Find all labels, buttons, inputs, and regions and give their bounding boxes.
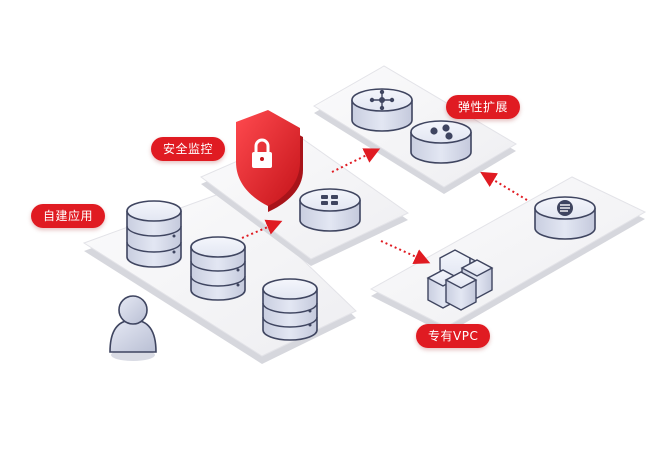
arrow-security-to-vpc <box>380 240 431 264</box>
arrow-app-to-security <box>241 219 283 239</box>
database-icon <box>262 278 318 341</box>
arrow-vpc-to-scaling <box>480 171 528 201</box>
database-icon <box>190 236 246 301</box>
label-elastic-scaling: 弹性扩展 <box>446 95 521 119</box>
label-self-built-app: 自建应用 <box>31 204 106 228</box>
database-icon <box>126 200 182 268</box>
cluster-node-icon <box>410 120 472 164</box>
grid-node-icon <box>299 188 361 232</box>
flow-arrows <box>241 148 528 264</box>
shield-lock-icon <box>236 110 303 212</box>
user-icon <box>109 295 157 361</box>
list-node-icon <box>534 196 596 240</box>
label-dedicated-vpc: 专有VPC <box>416 324 491 348</box>
hexagon-cluster-icon <box>426 249 494 311</box>
label-security-monitoring: 安全监控 <box>151 137 226 161</box>
platform-vpc <box>369 176 647 334</box>
network-node-icon <box>351 88 413 132</box>
arrow-security-to-scaling <box>331 148 381 173</box>
